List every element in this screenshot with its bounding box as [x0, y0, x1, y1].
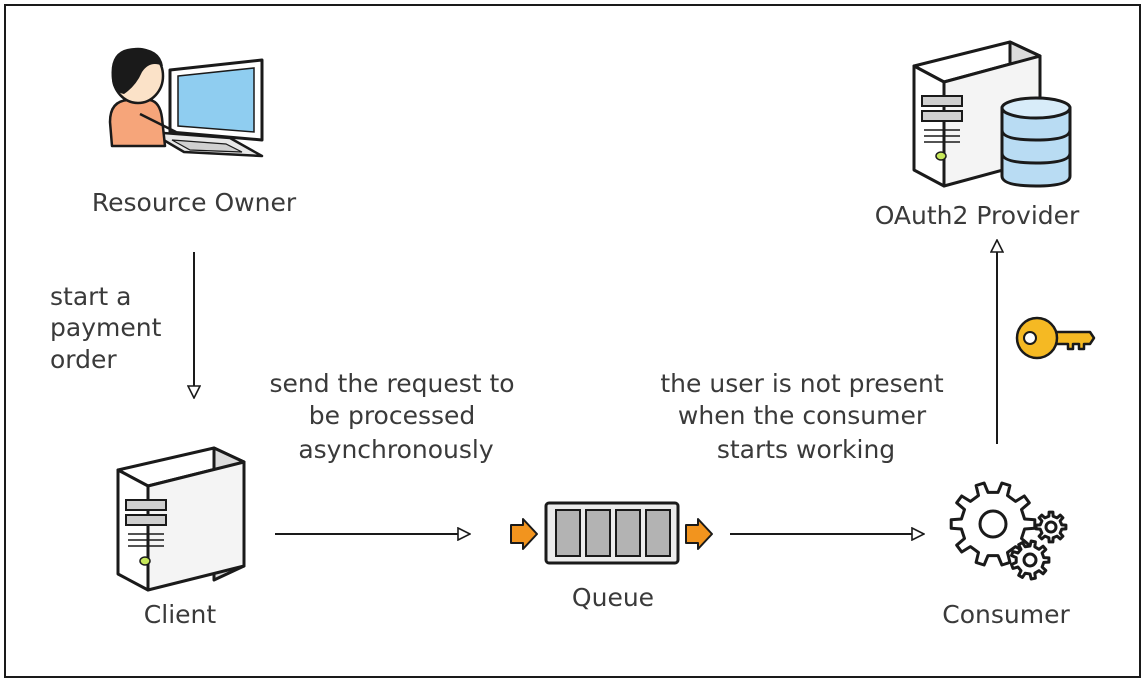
- orange-arrow-icon: [685, 518, 713, 550]
- start-payment-line: order: [50, 345, 117, 374]
- start-payment-label: start a payment order: [50, 282, 169, 374]
- send-request-label: send the request to be processed asynchr…: [269, 369, 522, 464]
- gear-hub: [1022, 552, 1038, 568]
- user-not-present-line: starts working: [717, 435, 895, 464]
- server-icon: [116, 446, 246, 592]
- user-not-present-line: when the consumer: [678, 401, 927, 430]
- user-not-present-label: the user is not present when the consume…: [660, 369, 951, 464]
- client-label: Client: [144, 600, 217, 629]
- person-at-laptop-icon: [108, 47, 264, 158]
- queue-icon: [510, 501, 713, 565]
- gears-icon: [949, 481, 1068, 581]
- queue-label: Queue: [572, 583, 654, 612]
- gear-hub: [978, 509, 1008, 539]
- key-icon: [1015, 316, 1096, 360]
- send-request-line: send the request to: [269, 369, 514, 398]
- send-request-line: asynchronously: [298, 435, 494, 464]
- database-icon: [1000, 96, 1072, 188]
- send-request-line: be processed: [309, 401, 476, 430]
- resource-owner-label: Resource Owner: [92, 188, 297, 217]
- consumer-label: Consumer: [942, 600, 1070, 629]
- orange-arrow-icon: [510, 518, 538, 550]
- oauth2-provider-label: OAuth2 Provider: [875, 201, 1080, 230]
- start-payment-line: payment: [50, 313, 162, 342]
- gear-hub: [1044, 520, 1058, 534]
- start-payment-line: start a: [50, 282, 132, 311]
- user-not-present-line: the user is not present: [660, 369, 943, 398]
